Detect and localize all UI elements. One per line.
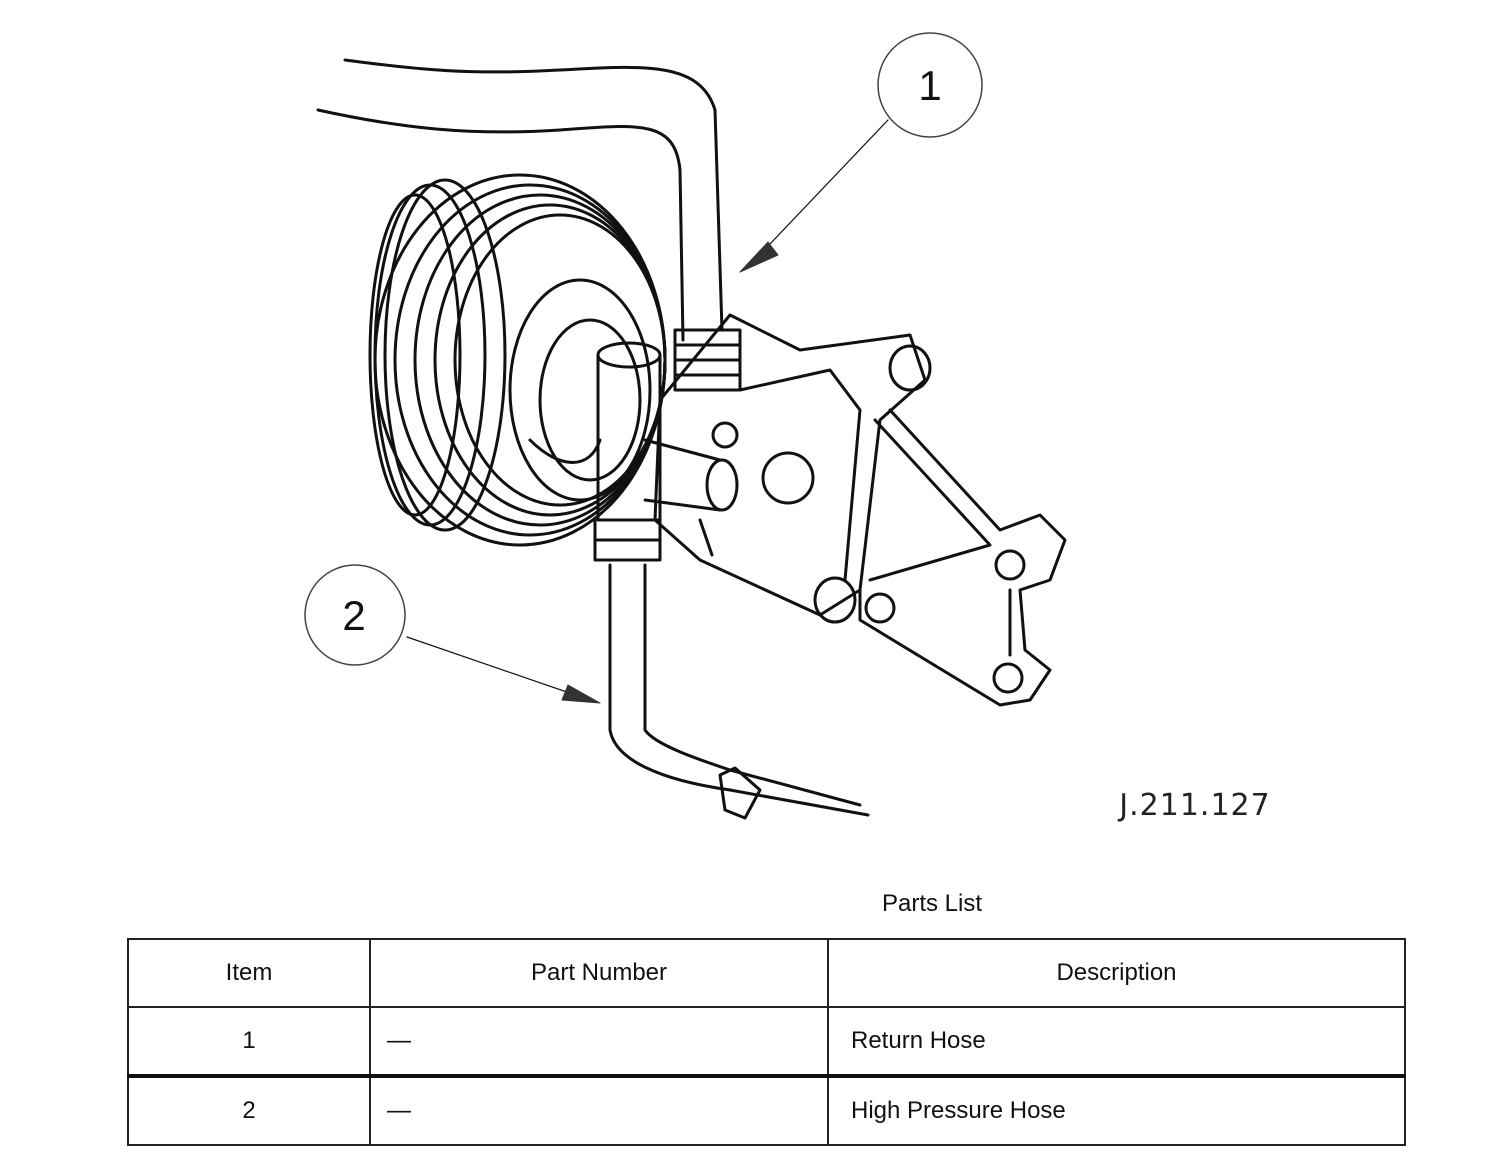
header-part-number: Part Number xyxy=(369,938,829,1008)
power-steering-pump-diagram: 1 2 J.211.127 xyxy=(304,32,1270,823)
header-item: Item xyxy=(127,938,371,1008)
parts-list-title: Parts List xyxy=(881,890,983,917)
row-description: Return Hose xyxy=(827,1006,1406,1077)
table-header-row: Item Part Number Description xyxy=(127,938,1406,1008)
row-part-number: — xyxy=(369,1006,829,1077)
table-row: 1 — Return Hose xyxy=(127,1006,1406,1077)
callout-2 xyxy=(304,564,601,704)
table-row: 2 — High Pressure Hose xyxy=(127,1074,1406,1146)
callout-2-number: 2 xyxy=(342,592,365,639)
outlet-fitting xyxy=(593,341,739,562)
mounting-bracket xyxy=(858,408,1067,707)
high-pressure-hose xyxy=(608,563,870,820)
row-item: 1 xyxy=(127,1006,371,1077)
header-description: Description xyxy=(827,938,1406,1008)
parts-table: Item Part Number Description 1 — Return … xyxy=(127,938,1406,1146)
callout-1 xyxy=(739,32,983,273)
row-part-number: — xyxy=(369,1074,829,1146)
row-description: High Pressure Hose xyxy=(827,1074,1406,1146)
callout-1-number: 1 xyxy=(918,62,941,109)
figure-reference-code: J.211.127 xyxy=(1117,788,1270,823)
row-item: 2 xyxy=(127,1074,371,1146)
return-hose xyxy=(316,58,742,392)
pulley xyxy=(368,173,667,547)
